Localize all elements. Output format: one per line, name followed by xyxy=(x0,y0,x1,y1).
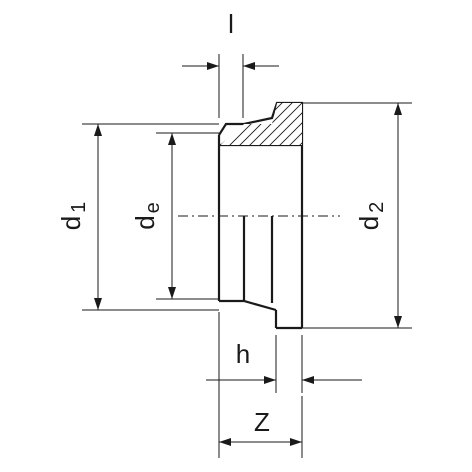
svg-text:d2: d2 xyxy=(354,202,388,231)
label-z: Z xyxy=(254,407,270,437)
dimension-de xyxy=(156,132,219,300)
label-d2: d2 xyxy=(354,202,388,231)
svg-text:de: de xyxy=(130,202,164,230)
dimension-z xyxy=(218,312,303,458)
section-hatching xyxy=(220,103,302,145)
label-de: de xyxy=(130,202,164,230)
dimension-d2 xyxy=(302,102,412,329)
dimension-h xyxy=(206,335,362,393)
dimension-d1 xyxy=(82,123,219,311)
label-h: h xyxy=(236,339,250,369)
svg-text:d1: d1 xyxy=(56,202,90,231)
label-l: l xyxy=(228,9,234,39)
label-d1: d1 xyxy=(56,202,90,231)
dimension-l xyxy=(182,54,279,118)
